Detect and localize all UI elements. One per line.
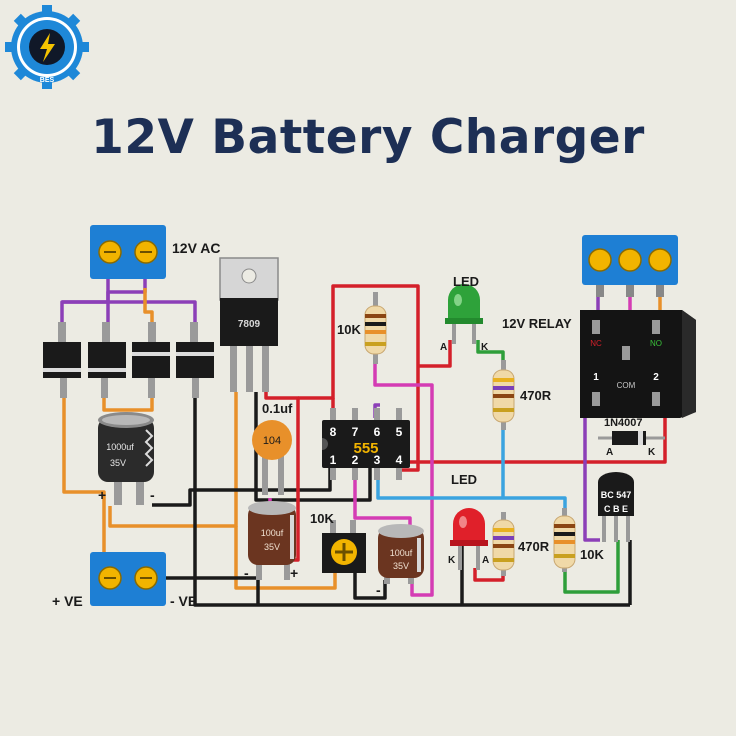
label-led-top-k: K bbox=[481, 342, 489, 353]
ic-pin-4: 4 bbox=[396, 453, 403, 467]
label-cap-big-minus: - bbox=[150, 487, 155, 503]
label-diode-k: K bbox=[648, 447, 656, 458]
led-green bbox=[445, 284, 483, 344]
diode-1 bbox=[43, 322, 81, 398]
ic-pin-8: 8 bbox=[330, 425, 337, 439]
label-led-bottom-a: A bbox=[482, 555, 489, 566]
logo-abbr: BES bbox=[40, 77, 55, 84]
label-cap-mid-plus: + bbox=[290, 565, 298, 581]
diode-3 bbox=[132, 322, 170, 398]
terminal-relay bbox=[582, 235, 678, 297]
capacitor-100uf-right bbox=[378, 524, 424, 584]
wire-black-6 bbox=[353, 570, 387, 600]
lightning-icon bbox=[40, 33, 55, 62]
diode-4 bbox=[176, 322, 214, 398]
diode-1n4007 bbox=[598, 431, 665, 445]
label-transistor-pins: C B E bbox=[604, 504, 628, 514]
label-cap-big-value: 1000uf bbox=[106, 442, 134, 452]
ic-pin-6: 6 bbox=[374, 425, 381, 439]
label-relay-coil-2: 2 bbox=[653, 372, 659, 383]
ic-pin-1: 1 bbox=[330, 453, 337, 467]
label-diode-a: A bbox=[606, 447, 613, 458]
wire-orange-mid bbox=[102, 398, 154, 412]
label-7809: 7809 bbox=[238, 319, 261, 330]
label-led-bottom-k: K bbox=[448, 555, 456, 566]
wire-orange-bottom bbox=[234, 526, 337, 590]
wire-black-2 bbox=[152, 468, 332, 507]
wire-red-led bbox=[418, 340, 452, 368]
logo: BES bbox=[5, 5, 89, 89]
transistor-bc547 bbox=[598, 472, 634, 542]
wire-ac-orange bbox=[143, 288, 154, 322]
wire-magenta-1 bbox=[373, 360, 434, 597]
label-cap-right-minus: - bbox=[376, 582, 381, 598]
label-cap-right-voltage: 35V bbox=[393, 561, 409, 571]
voltage-regulator bbox=[219, 257, 279, 392]
ic-555 bbox=[322, 408, 410, 480]
wire-blue-1 bbox=[376, 468, 567, 515]
label-relay-no: NO bbox=[650, 339, 662, 348]
resistor-470r-bottom bbox=[492, 512, 515, 576]
resistor-10k-bottom bbox=[553, 508, 576, 572]
label-cap-right-value: 100uf bbox=[390, 548, 413, 558]
wire-ac-bus-2 bbox=[62, 300, 197, 322]
ic-pin-3: 3 bbox=[374, 453, 381, 467]
label-pot: 10K bbox=[310, 511, 334, 526]
ic-pin-5: 5 bbox=[396, 425, 403, 439]
capacitor-1000uf bbox=[98, 412, 154, 505]
terminal-output bbox=[90, 552, 166, 606]
terminal-ac bbox=[90, 225, 166, 279]
label-relay: 12V RELAY bbox=[502, 316, 572, 331]
label-cap-mid-voltage: 35V bbox=[264, 542, 280, 552]
wire-red-top bbox=[298, 284, 420, 472]
label-led-top: LED bbox=[453, 274, 479, 289]
label-cap-mid-value: 100uf bbox=[261, 528, 284, 538]
wire-green-tr bbox=[563, 540, 620, 594]
wire-black-1 bbox=[193, 392, 630, 607]
label-cap-big-plus: + bbox=[98, 487, 106, 503]
label-cap-big-voltage: 35V bbox=[110, 458, 126, 468]
label-relay-com: COM bbox=[617, 381, 636, 390]
label-12v-ac: 12V AC bbox=[172, 240, 221, 256]
resistor-10k-top bbox=[364, 292, 387, 364]
wire-orange-left bbox=[62, 392, 106, 552]
ic-pin-7: 7 bbox=[352, 425, 359, 439]
wire-orange-reg bbox=[108, 392, 238, 528]
label-resistor-top: 10K bbox=[337, 322, 361, 337]
label-ic: 555 bbox=[353, 440, 378, 457]
wires bbox=[60, 278, 667, 607]
potentiometer bbox=[322, 520, 366, 573]
label-cap-mid-minus: - bbox=[244, 565, 249, 581]
label-relay-coil-1: 1 bbox=[593, 372, 599, 383]
ic-pin-2: 2 bbox=[352, 453, 359, 467]
wire-ac-bus-3 bbox=[106, 278, 147, 322]
capacitor-100uf-left bbox=[248, 501, 296, 580]
label-diode: 1N4007 bbox=[604, 417, 643, 429]
label-resistor-mid: 470R bbox=[520, 388, 552, 403]
label-pos-ve: + VE bbox=[52, 593, 83, 609]
label-cap-code: 104 bbox=[263, 435, 281, 447]
diode-2 bbox=[88, 322, 126, 398]
label-transistor: BC 547 bbox=[601, 490, 632, 500]
wire-red-reg bbox=[264, 392, 300, 490]
label-resistor-bottom-2: 10K bbox=[580, 547, 604, 562]
label-neg-ve: - VE bbox=[170, 593, 197, 609]
label-resistor-bottom-1: 470R bbox=[518, 539, 550, 554]
led-red bbox=[450, 508, 488, 570]
label-led-bottom: LED bbox=[451, 472, 477, 487]
label-relay-nc: NC bbox=[590, 339, 602, 348]
bridge-rectifier bbox=[43, 322, 214, 398]
label-cap-small: 0.1uf bbox=[262, 401, 293, 416]
capacitor-ceramic bbox=[252, 420, 292, 495]
wire-magenta-2 bbox=[353, 468, 412, 528]
wire-ac-bus bbox=[60, 278, 110, 322]
relay bbox=[580, 310, 696, 418]
label-led-top-a: A bbox=[440, 342, 447, 353]
page-title: 12V Battery Charger bbox=[91, 110, 645, 165]
resistor-470r-mid bbox=[492, 360, 515, 430]
